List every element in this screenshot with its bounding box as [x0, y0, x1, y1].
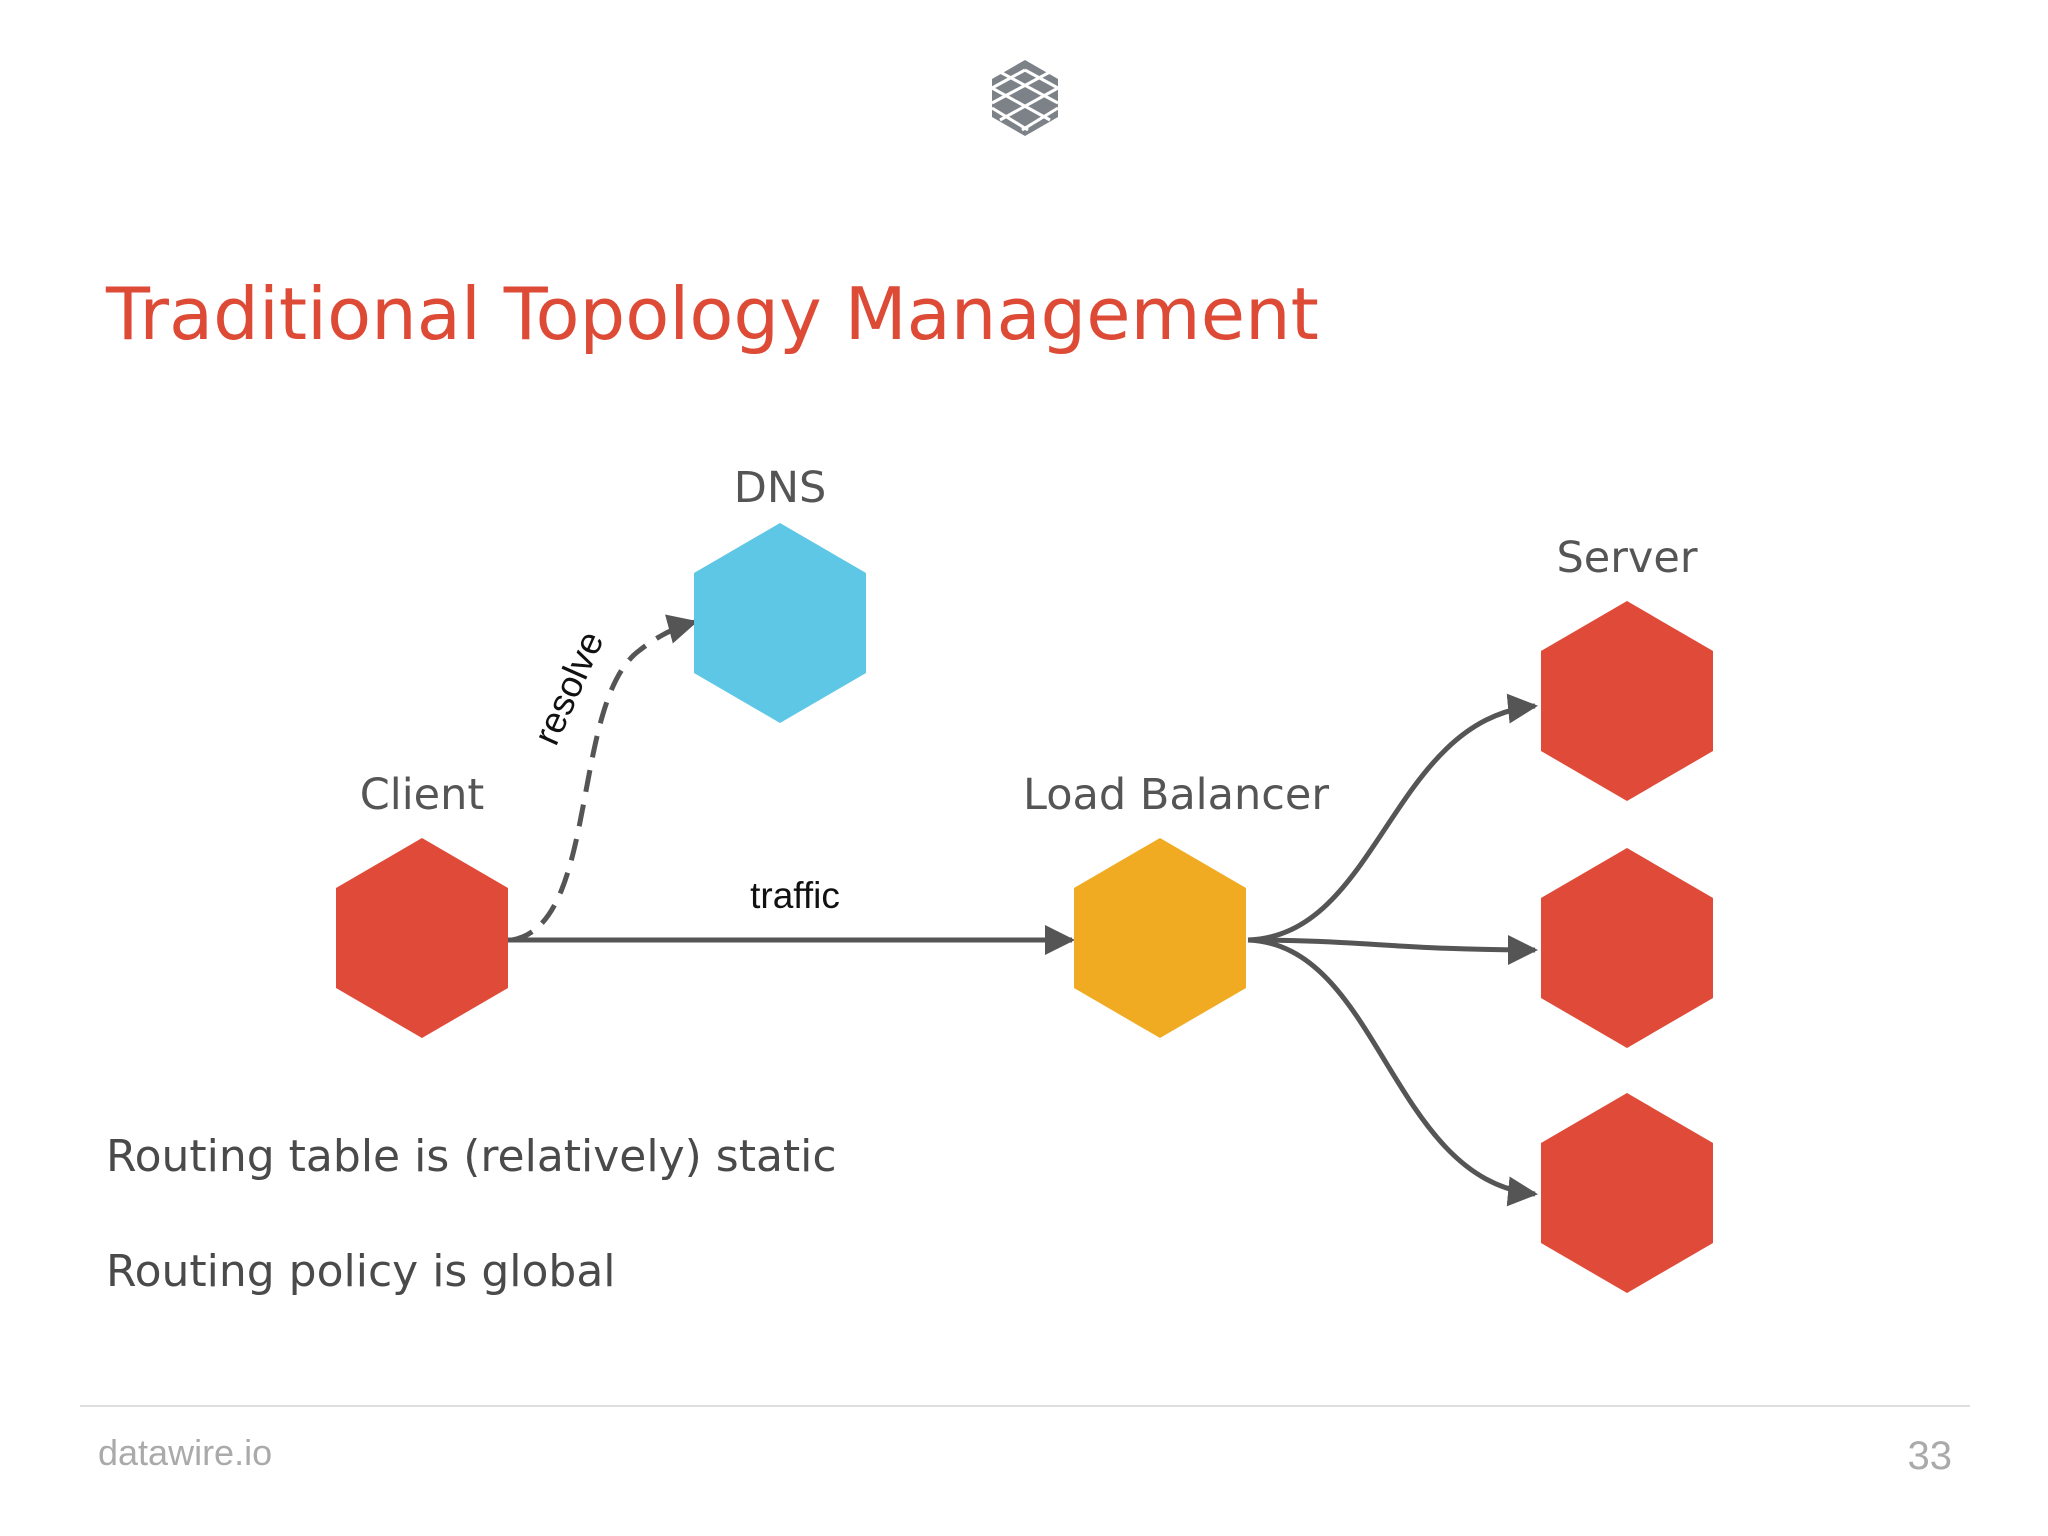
bullet-global-policy: Routing policy is global: [106, 1246, 616, 1297]
resolve-edge: [511, 614, 698, 943]
client-node: [336, 838, 508, 1038]
server-node-2: [1541, 848, 1713, 1048]
resolve-label: resolve: [526, 625, 612, 751]
footer-brand: datawire.io: [98, 1432, 273, 1473]
client-label: Client: [360, 770, 485, 820]
traffic-label: traffic: [750, 875, 840, 916]
lb-to-server-3-edge: [1247, 937, 1538, 1207]
load-balancer-node: [1074, 838, 1246, 1038]
bullet-static-routing: Routing table is (relatively) static: [106, 1131, 837, 1182]
server-node-1: [1541, 601, 1713, 801]
server-label: Server: [1556, 533, 1697, 583]
page-title: Traditional Topology Management: [106, 272, 1319, 356]
server-node-3: [1541, 1093, 1713, 1293]
lb-to-server-2-edge: [1247, 934, 1538, 965]
load-balancer-label: Load Balancer: [1023, 770, 1329, 820]
dns-label: DNS: [734, 463, 827, 513]
page-number: 33: [1907, 1434, 1953, 1478]
footer-divider: [80, 1405, 1970, 1407]
lattice-cube-icon: [991, 60, 1059, 136]
lb-to-server-1-edge: [1247, 693, 1538, 943]
dns-node: [694, 523, 866, 723]
